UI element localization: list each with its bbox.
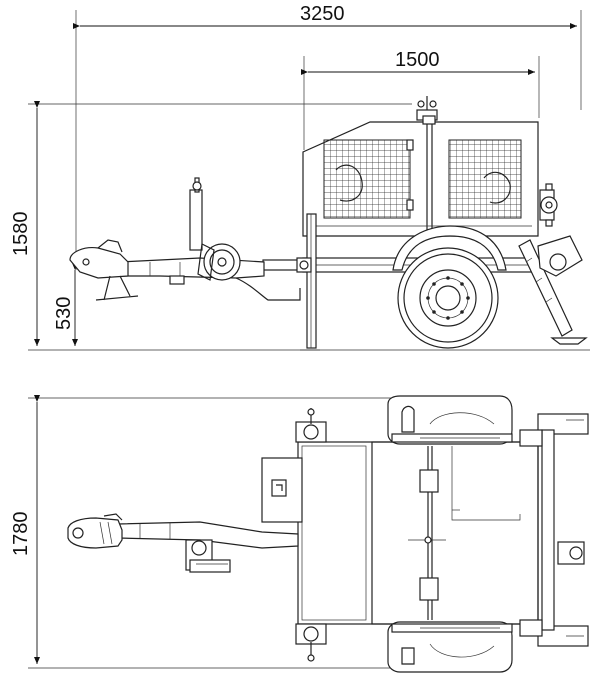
dimension-hitch-height: 530 — [53, 263, 78, 346]
hitch-coupling — [69, 239, 185, 301]
control-box — [261, 457, 303, 523]
front-stand — [296, 213, 317, 349]
fender — [392, 225, 507, 271]
dimension-height: 1580 — [10, 101, 412, 351]
side-view: 3250 1500 1580 530 — [10, 3, 590, 351]
dim-label-1500: 1500 — [395, 49, 440, 71]
dimension-overall-length: 3250 — [73, 3, 582, 270]
lifting-eye-top-lower — [295, 623, 327, 662]
jockey-wheel-top — [185, 539, 231, 573]
dim-label-3250: 3250 — [300, 3, 345, 25]
top-view: 1780 1130 — [10, 395, 589, 673]
dimension-body-length: 1500 — [301, 49, 540, 150]
jockey-wheel — [189, 177, 241, 281]
mesh-panel-right — [448, 139, 522, 219]
rear-support-leg — [518, 235, 588, 345]
rear-crossbeam — [519, 413, 589, 647]
hitch-coupling-top — [67, 513, 123, 549]
rear-hub — [539, 183, 558, 227]
dim-label-530: 530 — [53, 297, 75, 330]
lifting-eye-top-upper — [295, 408, 327, 443]
mesh-panel-left — [323, 139, 411, 219]
dim-label-1780: 1780 — [10, 512, 32, 557]
engine-enclosure — [302, 115, 539, 237]
wheel — [397, 247, 499, 349]
trailer-deck — [297, 441, 539, 625]
dim-label-1580: 1580 — [10, 212, 32, 257]
axle-assembly — [408, 446, 521, 620]
wheel-top-upper — [387, 395, 513, 445]
wheel-top-lower — [387, 621, 513, 673]
drawbar-top — [117, 521, 299, 549]
dimension-overall-width: 1780 — [10, 395, 410, 669]
